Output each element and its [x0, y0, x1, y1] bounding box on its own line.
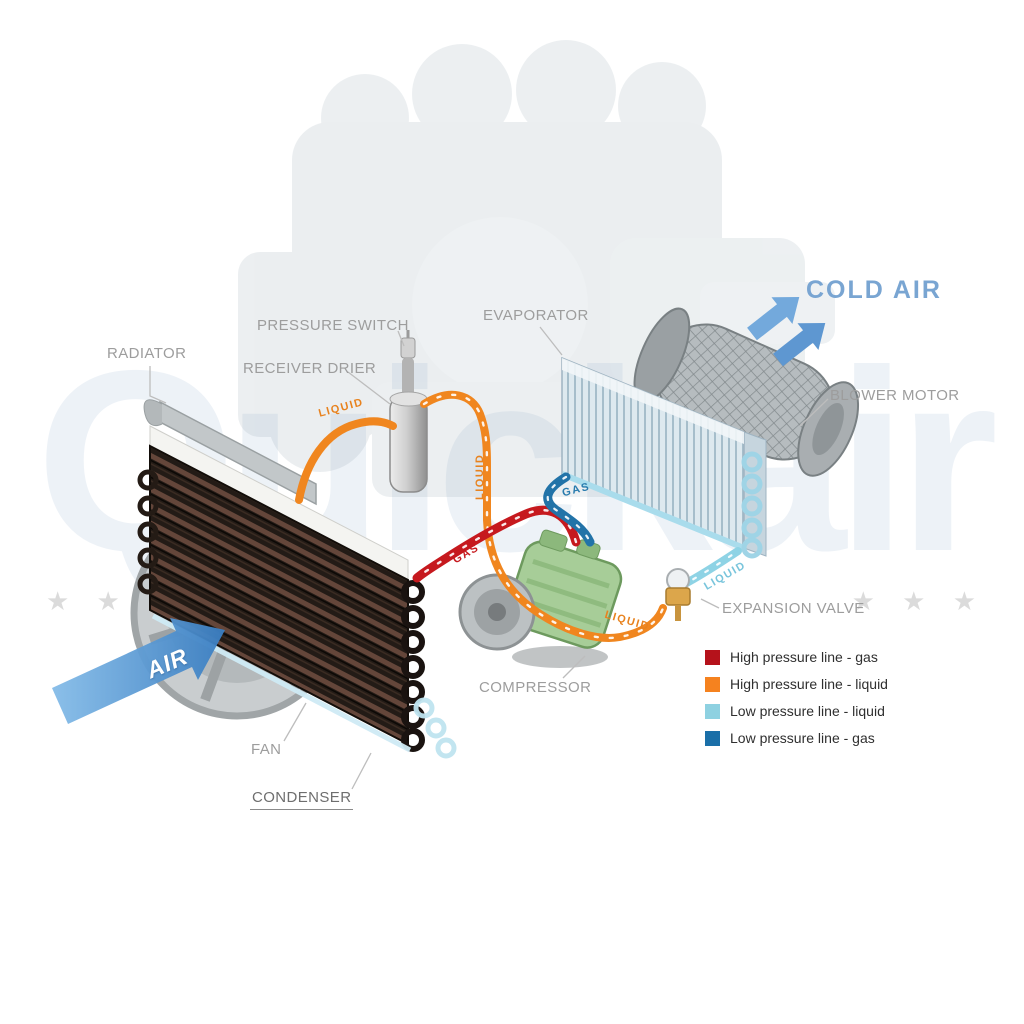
- receiver-drier-label: RECEIVER DRIER: [243, 360, 377, 377]
- air-in-arrow: [52, 618, 225, 724]
- refrigerant-lines: [295, 391, 742, 642]
- pressure-switch-label: PRESSURE SWITCH: [257, 317, 409, 334]
- evaporator-bottom-tube: [560, 471, 746, 551]
- legend-item-low-pressure-liquid: Low pressure line - liquid: [705, 703, 888, 719]
- pressure-switch: [400, 337, 416, 359]
- blower-motor-label: BLOWER MOTOR: [830, 387, 960, 404]
- legend-item-low-pressure-gas: Low pressure line - gas: [705, 730, 888, 746]
- leader-lines: [149, 326, 829, 790]
- radiator: [143, 399, 317, 506]
- receiver-drier: [389, 330, 428, 493]
- legend-label-high-pressure-liquid: High pressure line - liquid: [730, 676, 888, 692]
- condenser-right-coils: [401, 580, 425, 752]
- fan-label: FAN: [251, 741, 282, 758]
- cold-air-arrows: [747, 297, 826, 367]
- radiator-label: RADIATOR: [107, 345, 187, 362]
- compressor: [458, 529, 623, 668]
- condenser-bottom-coils: [413, 697, 457, 759]
- evaporator-top-header: [562, 358, 744, 444]
- condenser-label: CONDENSER: [250, 789, 354, 810]
- legend-item-high-pressure-liquid: High pressure line - liquid: [705, 676, 888, 692]
- watermark-stars-right: ★ ★ ★: [851, 586, 986, 616]
- legend-swatch-low-pressure-gas: [705, 730, 720, 746]
- legend-label-low-pressure-liquid: Low pressure line - liquid: [730, 703, 885, 719]
- compressor-label: COMPRESSOR: [479, 679, 592, 696]
- evaporator: [560, 356, 767, 559]
- condenser-left-coils: [137, 469, 159, 595]
- legend-swatch-high-pressure-gas: [705, 649, 720, 665]
- expansion-valve: [665, 568, 691, 621]
- legend-swatch-low-pressure-liquid: [705, 703, 720, 719]
- legend-swatch-high-pressure-liquid: [705, 676, 720, 692]
- receiver-drier-body: [389, 395, 428, 493]
- evaporator-coils: [741, 451, 763, 559]
- legend-label-high-pressure-gas: High pressure line - gas: [730, 649, 878, 665]
- expansion-valve-label: EXPANSION VALVE: [722, 600, 865, 617]
- legend-item-high-pressure-gas: High pressure line - gas: [705, 649, 888, 665]
- flow-label-liquid-vertical: LIQUID: [474, 453, 486, 500]
- legend-label-low-pressure-gas: Low pressure line - gas: [730, 730, 875, 746]
- cold-air-label: COLD AIR: [806, 276, 942, 304]
- evaporator-label: EVAPORATOR: [483, 307, 589, 324]
- high-pressure-liquid-line-in: [295, 417, 397, 504]
- legend: High pressure line - gas High pressure l…: [705, 649, 888, 746]
